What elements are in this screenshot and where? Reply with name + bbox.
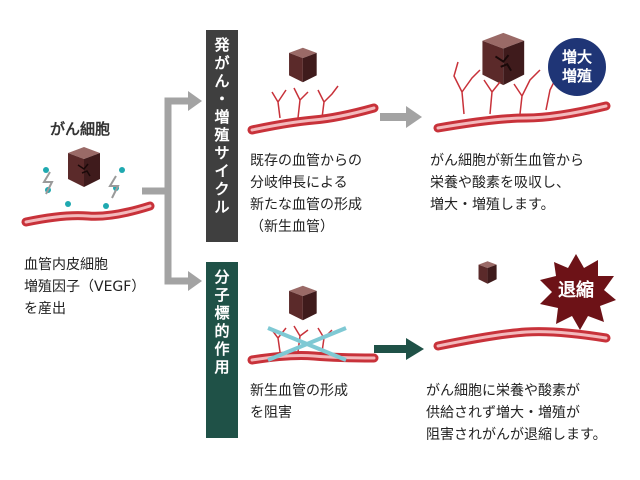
capillary-branches-icon: [450, 56, 560, 116]
caption-line: 阻害されがんが退縮します。: [426, 427, 607, 443]
caption-line: 既存の血管からの: [250, 153, 362, 169]
split-arrow: [140, 91, 210, 295]
banner-molecular-targeting: 分 子 標 的 作 用: [206, 262, 238, 438]
bottom-step1-caption: 新生血管の形成 を阻害: [250, 380, 348, 424]
bottom-step2-caption: がん細胞に栄養や酸素が 供給されず増大・増殖が 阻害されがんが退縮します。: [426, 380, 607, 446]
cancer-cell-cube-icon: [60, 145, 106, 189]
badge-text: 増大: [561, 48, 592, 66]
caption-line: 栄養や酸素を吸収し、: [430, 175, 570, 191]
lightning-icon: [40, 170, 130, 210]
badge-text: 増殖: [561, 67, 592, 85]
badge-text: 退縮: [558, 280, 594, 301]
top-step1-caption: 既存の血管からの 分岐伸長による 新たな血管の形成 （新生血管）: [250, 150, 362, 238]
cancer-cell-label: がん細胞: [50, 120, 111, 138]
banner-char: サ: [214, 144, 230, 162]
banner-char: が: [214, 54, 230, 72]
banner-char: 発: [214, 36, 230, 54]
banner-char: イ: [214, 162, 230, 180]
banner-char: 子: [214, 286, 230, 304]
caption-line: 新生血管の形成: [250, 383, 348, 399]
growth-badge: 増大 増殖: [548, 38, 606, 96]
caption-line: がん細胞が新生血管から: [430, 153, 584, 169]
blood-vessel-top-step1: [247, 103, 379, 136]
blood-vessel-left: [21, 200, 155, 230]
banner-char: ル: [214, 198, 230, 216]
banner-char: 増: [214, 108, 230, 126]
banner-angiogenesis-cycle: 発 が ん ・ 増 殖 サ イ ク ル: [206, 30, 238, 242]
caption-line: がん細胞に栄養や酸素が: [426, 383, 580, 399]
capillary-branches-icon: [268, 80, 348, 120]
banner-char: 標: [214, 304, 230, 322]
banner-char: 作: [214, 340, 230, 358]
banner-char: 分: [214, 268, 230, 286]
caption-line: 新たな血管の形成: [250, 197, 362, 213]
top-step2-caption: がん細胞が新生血管から 栄養や酸素を吸収し、 増大・増殖します。: [430, 150, 584, 216]
arrow-top: [380, 106, 424, 128]
caption-line: 増殖因子（VEGF）: [24, 279, 146, 295]
banner-char: ん: [214, 72, 230, 90]
cancer-cell-cube-icon: [472, 30, 532, 88]
blocked-cross-icon: [264, 322, 350, 366]
blood-vessel-top-step2: [433, 100, 611, 134]
caption-line: 分岐伸長による: [250, 175, 348, 191]
caption-line: 血管内皮細胞: [24, 257, 108, 273]
banner-char: 用: [214, 358, 230, 376]
caption-line: を阻害: [250, 405, 292, 421]
arrow-bottom: [374, 338, 426, 360]
banner-char: ・: [214, 90, 230, 108]
cancer-cell-cube-icon: [282, 284, 322, 322]
caption-line: 供給されず増大・増殖が: [426, 405, 580, 421]
blood-vessel-bottom-step2: [433, 322, 611, 356]
caption-line: を産出: [24, 301, 66, 317]
banner-char: ク: [214, 180, 230, 198]
banner-char: 殖: [214, 126, 230, 144]
regression-badge: 退縮: [536, 254, 616, 330]
vegf-caption: 血管内皮細胞 増殖因子（VEGF） を産出: [24, 254, 145, 320]
caption-line: 増大・増殖します。: [430, 197, 555, 213]
caption-line: （新生血管）: [250, 219, 334, 235]
banner-char: 的: [214, 322, 230, 340]
cancer-cell-cube-icon: [474, 260, 500, 285]
cancer-cell-cube-icon: [282, 46, 322, 84]
